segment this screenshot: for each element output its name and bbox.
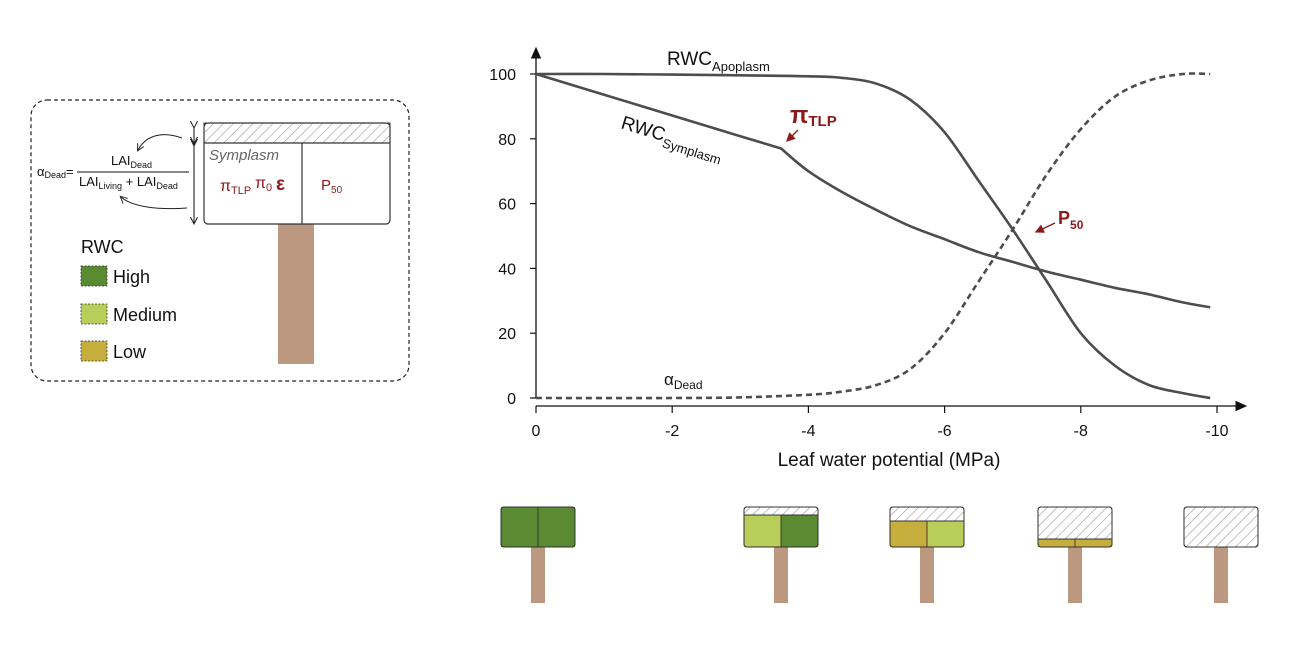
pi0-param: π0 [255, 175, 272, 194]
svg-text:LAIDead: LAIDead [111, 153, 152, 170]
epsilon-param: ε [276, 174, 285, 195]
legend-swatch-medium [80, 303, 108, 325]
tree-trunk [1214, 547, 1228, 603]
x-tick-label: -2 [665, 423, 679, 440]
symplasm-label: Symplasm [209, 147, 279, 164]
tree-symplasm-fill [501, 507, 538, 547]
y-tick-label: 80 [498, 132, 516, 149]
tree-apoplasm-fill [538, 507, 575, 547]
curve-rwc-symplasm [535, 72, 1211, 309]
tree-icon [1037, 506, 1113, 603]
tree-icon [889, 506, 965, 603]
tree-trunk [774, 547, 788, 603]
tree-dead-hatch [1184, 507, 1258, 547]
curved-arrow-bottom [121, 197, 188, 210]
tree-trunk [920, 547, 934, 603]
tree-dead-hatch [890, 507, 964, 521]
rwc-legend: RWC High Medium Low [80, 237, 177, 362]
tree-dead-hatch [1038, 507, 1112, 539]
y-tick-label: 0 [507, 391, 516, 408]
alpha-dead-formula: αDead= LAIDead LAILiving + LAIDead [37, 153, 189, 191]
curve-rwc-apoplasm [535, 72, 1211, 400]
tree-sequence [500, 506, 1259, 603]
tree-icon [1183, 506, 1259, 603]
p50-param: P50 [321, 177, 343, 196]
legend-label-medium: Medium [113, 305, 177, 325]
tree-trunk [531, 547, 545, 603]
chart: 0 20 40 60 80 100 0 -2 -4 -6 -8 -10 Leaf water pot… [489, 46, 1248, 471]
x-tick-label: 0 [532, 423, 541, 440]
p50-annotation: P50 [1058, 208, 1084, 232]
tree-trunk [1068, 547, 1082, 603]
x-tick-label: -10 [1205, 423, 1228, 440]
alpha-dead-label: αDead [664, 370, 703, 392]
x-tick-label: -6 [937, 423, 951, 440]
x-tick-label: -4 [801, 423, 815, 440]
tree-icon [743, 506, 819, 603]
svg-text:LAILiving + LAIDead: LAILiving + LAIDead [79, 174, 178, 191]
curve-alpha-dead [535, 72, 1211, 400]
tree-dead-hatch [744, 507, 818, 515]
tree-icon [500, 506, 576, 603]
legend-title: RWC [81, 237, 124, 257]
y-tick-label: 20 [498, 326, 516, 343]
dead-fraction-hatch [203, 122, 391, 144]
tlp-arrow [786, 129, 799, 142]
tree-apoplasm-fill [1075, 539, 1112, 547]
pi-tlp-param: πTLP [220, 178, 251, 197]
schematic-panel: Symplasm πTLP π0 ε P50 αDead= LAIDead LA… [30, 99, 410, 382]
tree-symplasm-fill [744, 515, 781, 547]
legend-label-high: High [113, 267, 150, 287]
symplasm-curve-label: RWCSymplasm [617, 113, 725, 168]
y-tick-label: 60 [498, 197, 516, 214]
svg-text:αDead=: αDead= [37, 164, 74, 180]
x-tick-label: -8 [1074, 423, 1088, 440]
x-axis-label: Leaf water potential (MPa) [778, 450, 1001, 471]
tree-symplasm-fill [1038, 539, 1075, 547]
tlp-annotation: πTLP [790, 102, 837, 130]
tree-symplasm-fill [890, 521, 927, 547]
y-tick-label: 40 [498, 261, 516, 278]
p50-arrow [1034, 222, 1056, 233]
legend-label-low: Low [113, 342, 147, 362]
curved-arrow-top [138, 134, 183, 150]
schematic-trunk [278, 223, 314, 364]
legend-swatch-low [80, 340, 108, 362]
y-tick-label: 100 [489, 67, 516, 84]
tree-apoplasm-fill [781, 515, 818, 547]
tree-apoplasm-fill [927, 521, 964, 547]
apoplasm-label: RWCApoplasm [667, 49, 770, 74]
legend-swatch-high [80, 265, 108, 287]
